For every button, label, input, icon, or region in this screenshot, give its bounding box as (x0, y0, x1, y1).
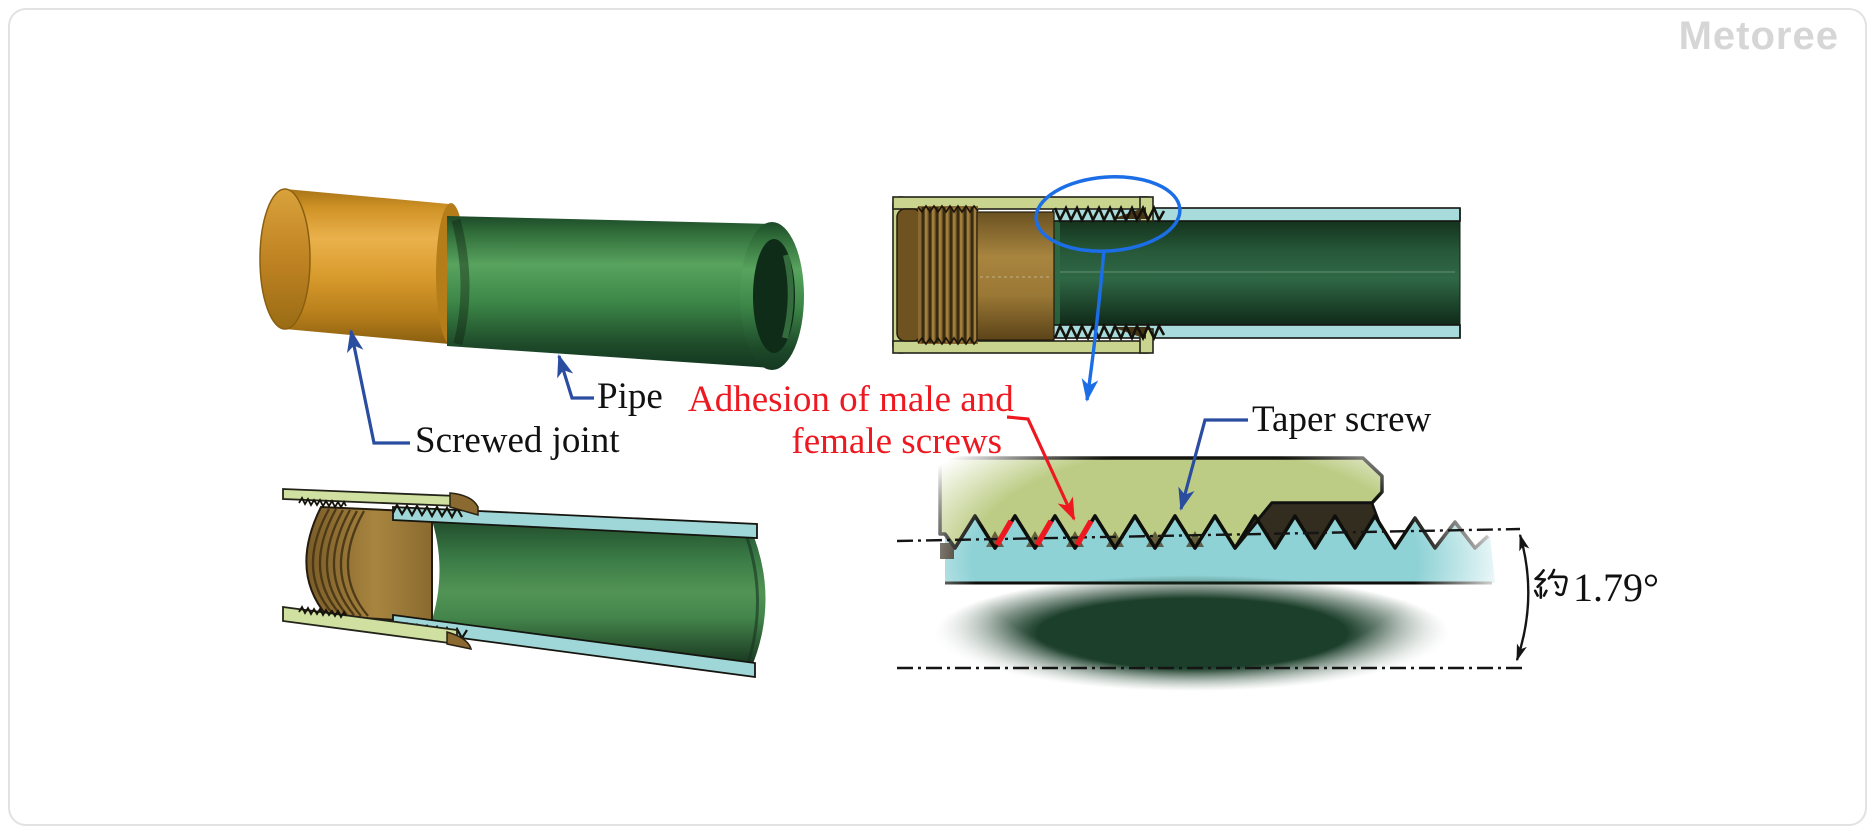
illustration-thread-detail (934, 456, 1495, 691)
adhesion-leader-arrow (1006, 415, 1076, 521)
illustration-cross-section (892, 196, 1461, 354)
label-taper-screw: Taper screw (1252, 399, 1432, 440)
metoree-watermark: Metoree (1678, 14, 1839, 58)
illustration-cutaway-3d (282, 488, 766, 679)
label-pipe: Pipe (597, 376, 663, 417)
cutaway-fitting-shell-top (282, 488, 458, 507)
centerline-upper (896, 527, 1521, 543)
kanji-yaku-glyph (1533, 568, 1568, 599)
label-screwed-joint: Screwed joint (415, 420, 620, 461)
detail-callout-arrow (1081, 249, 1106, 402)
label-angle-value: 1.79° (1573, 565, 1659, 610)
taper-screw-leader-arrow (1178, 418, 1248, 511)
section-pipe-bore (1053, 221, 1460, 325)
screwed-joint-arrow (347, 329, 410, 445)
pipe-body-3d (447, 216, 772, 368)
label-adhesion: Adhesion of male and female screws (688, 379, 1014, 463)
label-adhesion-line2: female screws (791, 421, 1002, 462)
section-thread-interface-bottom (1053, 322, 1166, 342)
pipe-arrow (557, 354, 594, 400)
joint-coupling-body (285, 189, 449, 344)
cutaway-pipe-wall-top (392, 506, 758, 539)
adhesion-highlight-dashes (994, 519, 1094, 547)
label-adhesion-line1: Adhesion of male and (688, 379, 1014, 420)
detail-pipe-wall (945, 516, 1495, 583)
section-thread-interface-top (1053, 204, 1166, 224)
section-male-threads (918, 206, 978, 344)
angle-dimension-arc (1515, 533, 1530, 662)
joint-coupling-end-face (259, 188, 311, 330)
pipe-bore (753, 239, 795, 353)
label-angle: 1.79° (1530, 566, 1659, 610)
detail-pipe-interior-blur (934, 575, 1450, 691)
content-card (8, 8, 1867, 826)
detail-callout-ellipse (1034, 174, 1182, 254)
illustration-3d-joint (259, 188, 804, 370)
